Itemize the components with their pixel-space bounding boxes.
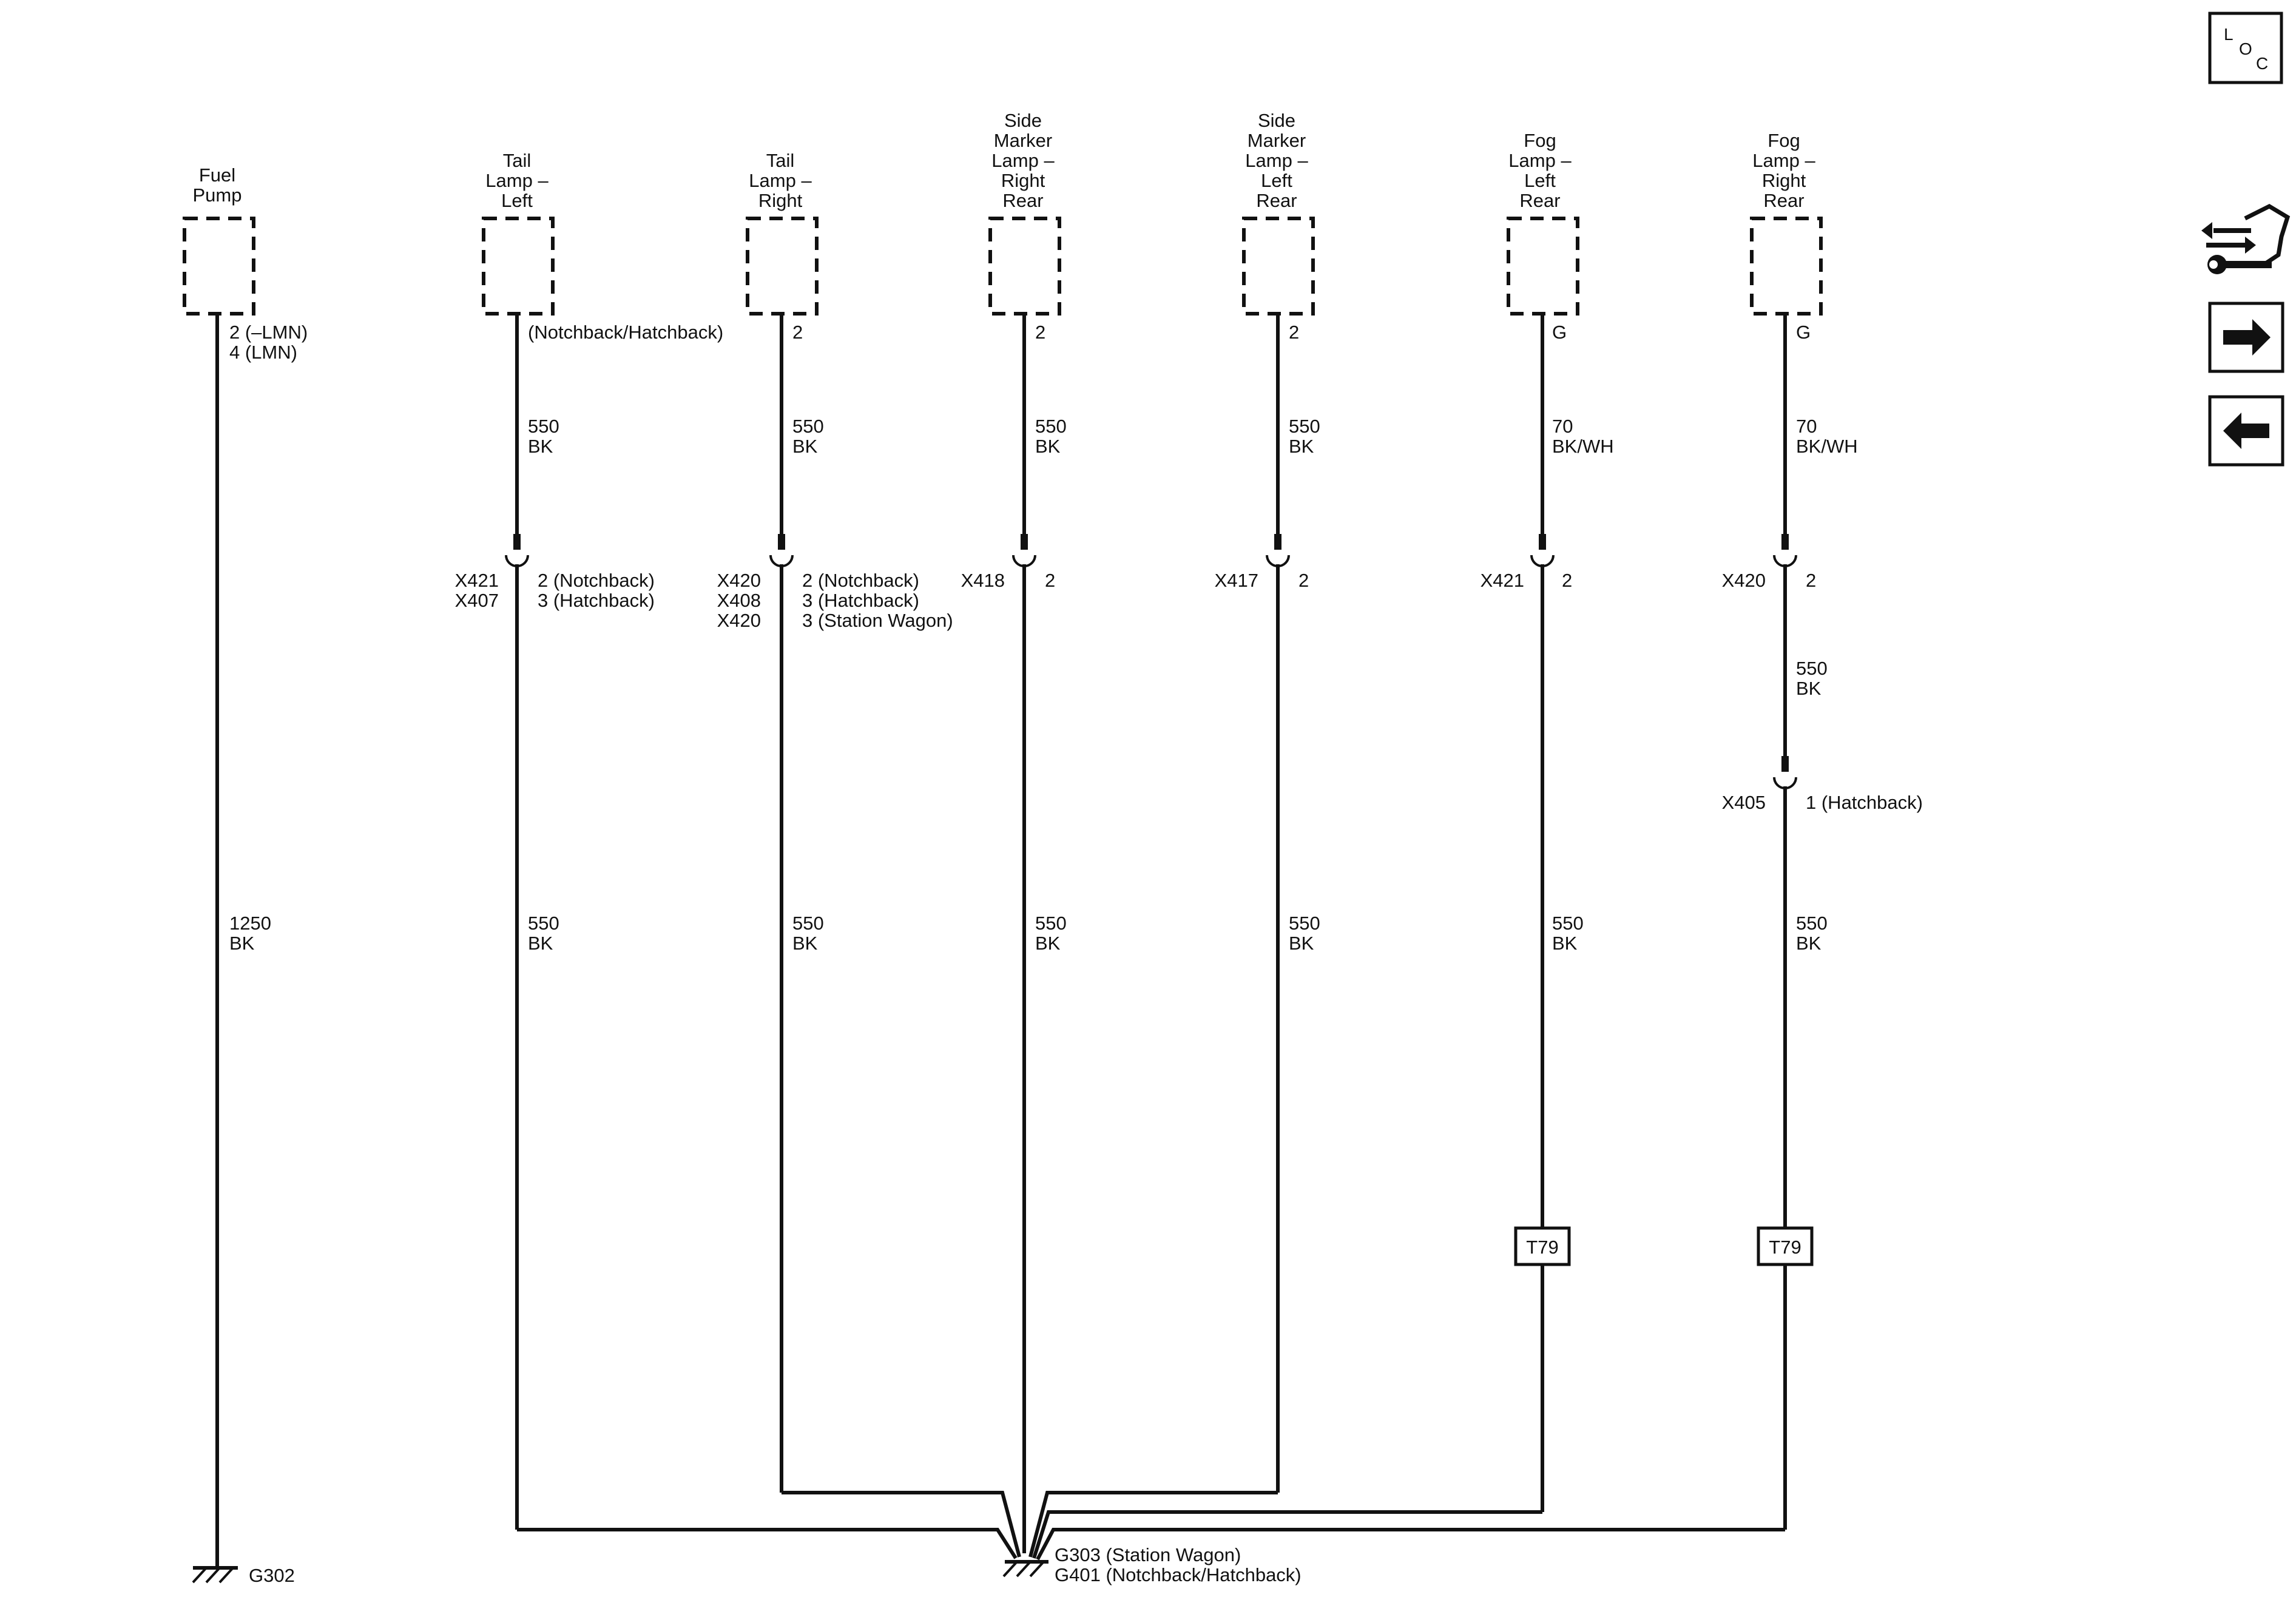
tail-right-bus bbox=[782, 1491, 1021, 1558]
loc-letter-l: L bbox=[2224, 25, 2234, 44]
side-left-connector-id: X417 bbox=[1215, 570, 1258, 591]
fog-right-bus bbox=[1036, 1528, 1785, 1561]
splice-t79-left-label: T79 bbox=[1526, 1237, 1558, 1258]
side-right-connector-pin: 2 bbox=[1045, 570, 1055, 591]
arrow-right-button[interactable] bbox=[2208, 302, 2284, 373]
connector-fog-left bbox=[1530, 534, 1555, 567]
arrow-left-icon bbox=[2223, 413, 2269, 449]
harness-wrench-icon[interactable] bbox=[2201, 204, 2291, 274]
connector-tail-left bbox=[505, 534, 529, 567]
fog-left-connector-id: X421 bbox=[1481, 570, 1524, 591]
fog-lamp-left-rear-box bbox=[1507, 217, 1579, 316]
arrow-right-icon bbox=[2223, 319, 2271, 356]
arrow-left-button[interactable] bbox=[2208, 395, 2284, 467]
loc-letter-o: O bbox=[2239, 39, 2252, 58]
fuel-pump-pins: 2 (–LMN)4 (LMN) bbox=[229, 322, 308, 363]
tail-left-connector-pins: 2 (Notchback)3 (Hatchback) bbox=[538, 570, 655, 611]
tail-lamp-right-box bbox=[746, 217, 819, 316]
fog-right-second-connector-pin: 1 (Hatchback) bbox=[1806, 792, 1923, 813]
side-left-connector-pin: 2 bbox=[1298, 570, 1309, 591]
tail-lamp-right-pin: 2 bbox=[792, 322, 803, 343]
tail-lamp-left-pin: (Notchback/Hatchback) bbox=[528, 322, 723, 343]
fog-lamp-right-rear-pin: G bbox=[1796, 322, 1811, 343]
connector-fog-right-second bbox=[1773, 756, 1797, 789]
connector-tail-right bbox=[769, 534, 794, 567]
side-left-bus bbox=[1028, 1491, 1278, 1558]
connector-fog-right bbox=[1773, 534, 1797, 567]
tail-right-connector-pins: 2 (Notchback)3 (Hatchback)3 (Station Wag… bbox=[802, 570, 953, 631]
fog-right-second-connector-id: X405 bbox=[1722, 792, 1766, 813]
loc-button[interactable]: L O C bbox=[2208, 12, 2283, 84]
side-marker-left-rear-pin: 2 bbox=[1289, 322, 1299, 343]
ground-g302-symbol bbox=[192, 1566, 238, 1584]
fog-right-connector-pin: 2 bbox=[1806, 570, 1816, 591]
ground-g302-label: G302 bbox=[249, 1565, 295, 1586]
splice-t79-right-label: T79 bbox=[1769, 1237, 1801, 1258]
loc-letter-c: C bbox=[2256, 54, 2268, 73]
fog-left-connector-pin: 2 bbox=[1562, 570, 1572, 591]
splice-t79-right bbox=[1757, 1226, 1814, 1266]
side-marker-right-rear-box bbox=[988, 217, 1061, 316]
ground-main-label: G303 (Station Wagon)G401 (Notchback/Hatc… bbox=[1055, 1544, 1302, 1585]
fog-lamp-left-rear-pin: G bbox=[1552, 322, 1567, 343]
fog-lamp-right-rear-box bbox=[1750, 217, 1823, 316]
connector-side-left bbox=[1266, 534, 1290, 567]
fog-left-bus bbox=[1032, 1510, 1542, 1559]
fuel-pump-box bbox=[183, 217, 255, 316]
side-right-connector-id: X418 bbox=[961, 570, 1005, 591]
ground-main-symbol bbox=[1002, 1560, 1048, 1578]
fog-right-connector-id: X420 bbox=[1722, 570, 1766, 591]
tail-lamp-left-box bbox=[482, 217, 555, 316]
connector-side-right bbox=[1012, 534, 1036, 567]
splice-t79-left bbox=[1514, 1226, 1571, 1266]
side-marker-right-rear-pin: 2 bbox=[1035, 322, 1045, 343]
side-marker-left-rear-box bbox=[1242, 217, 1315, 316]
tail-left-bus bbox=[517, 1528, 1018, 1559]
